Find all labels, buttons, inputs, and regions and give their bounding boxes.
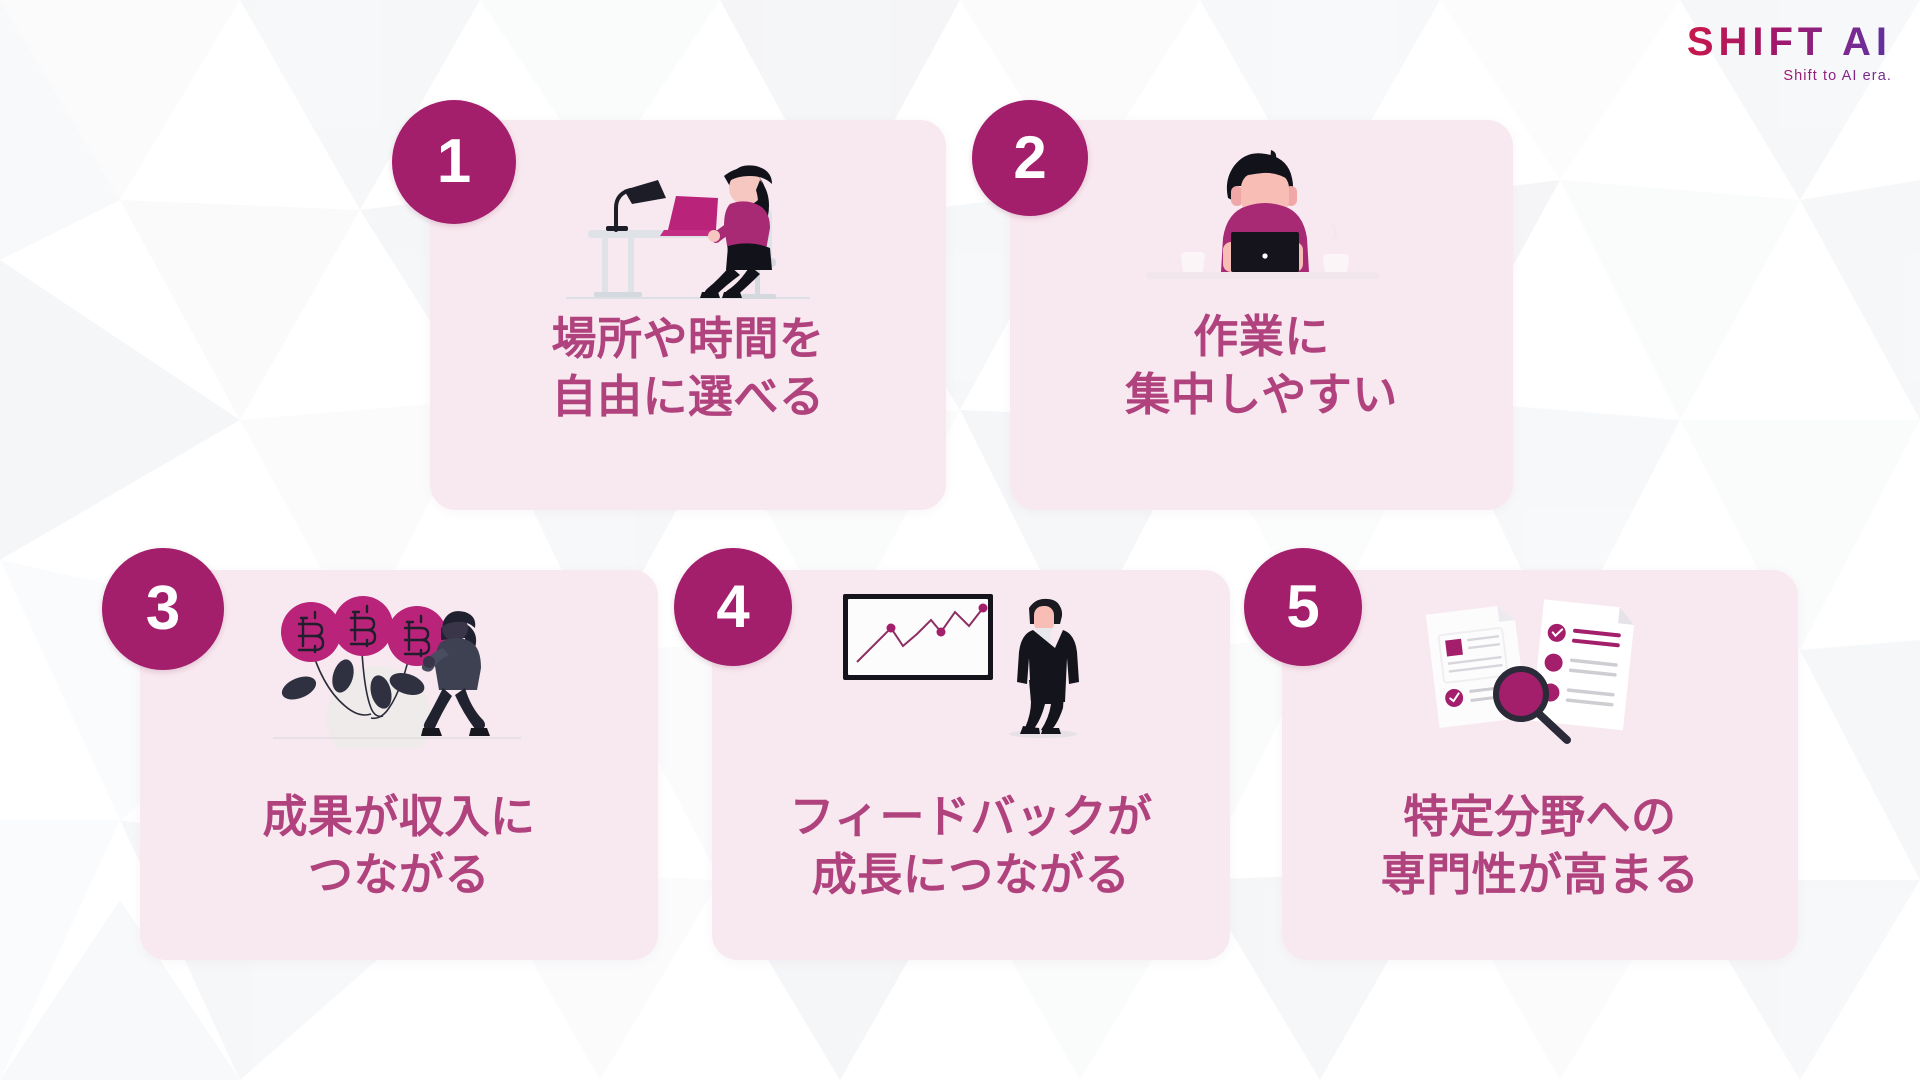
card-number-badge-5: 5 xyxy=(1244,548,1362,666)
brand-logo: SHIFT AI Shift to AI era. xyxy=(1687,22,1892,84)
card-title-4: フィードバックが 成長につながる xyxy=(789,791,1153,900)
benefit-card-2[interactable]: 2 xyxy=(972,100,1513,510)
benefit-card-1[interactable]: 1 xyxy=(392,100,946,510)
card-title-5: 特定分野への 専門性が高まる xyxy=(1380,791,1700,900)
card-title-3: 成果が収入に つながる xyxy=(262,791,536,900)
card-title-1: 場所や時間を 自由に選べる xyxy=(551,313,825,422)
benefit-card-4[interactable]: 4 フィードバックが 成長につながる xyxy=(674,548,1230,960)
logo-wordmark: SHIFT AI xyxy=(1686,20,1892,64)
card-number-badge-1: 1 xyxy=(392,100,516,224)
benefit-card-3[interactable]: 3 xyxy=(102,548,658,960)
card-number-badge-2: 2 xyxy=(972,100,1088,216)
logo-tagline: Shift to AI era. xyxy=(1687,69,1892,84)
card-number-badge-4: 4 xyxy=(674,548,792,666)
benefit-card-5[interactable]: 5 xyxy=(1244,548,1798,960)
card-title-2: 作業に 集中しやすい xyxy=(1125,311,1398,420)
card-number-badge-3: 3 xyxy=(102,548,224,670)
